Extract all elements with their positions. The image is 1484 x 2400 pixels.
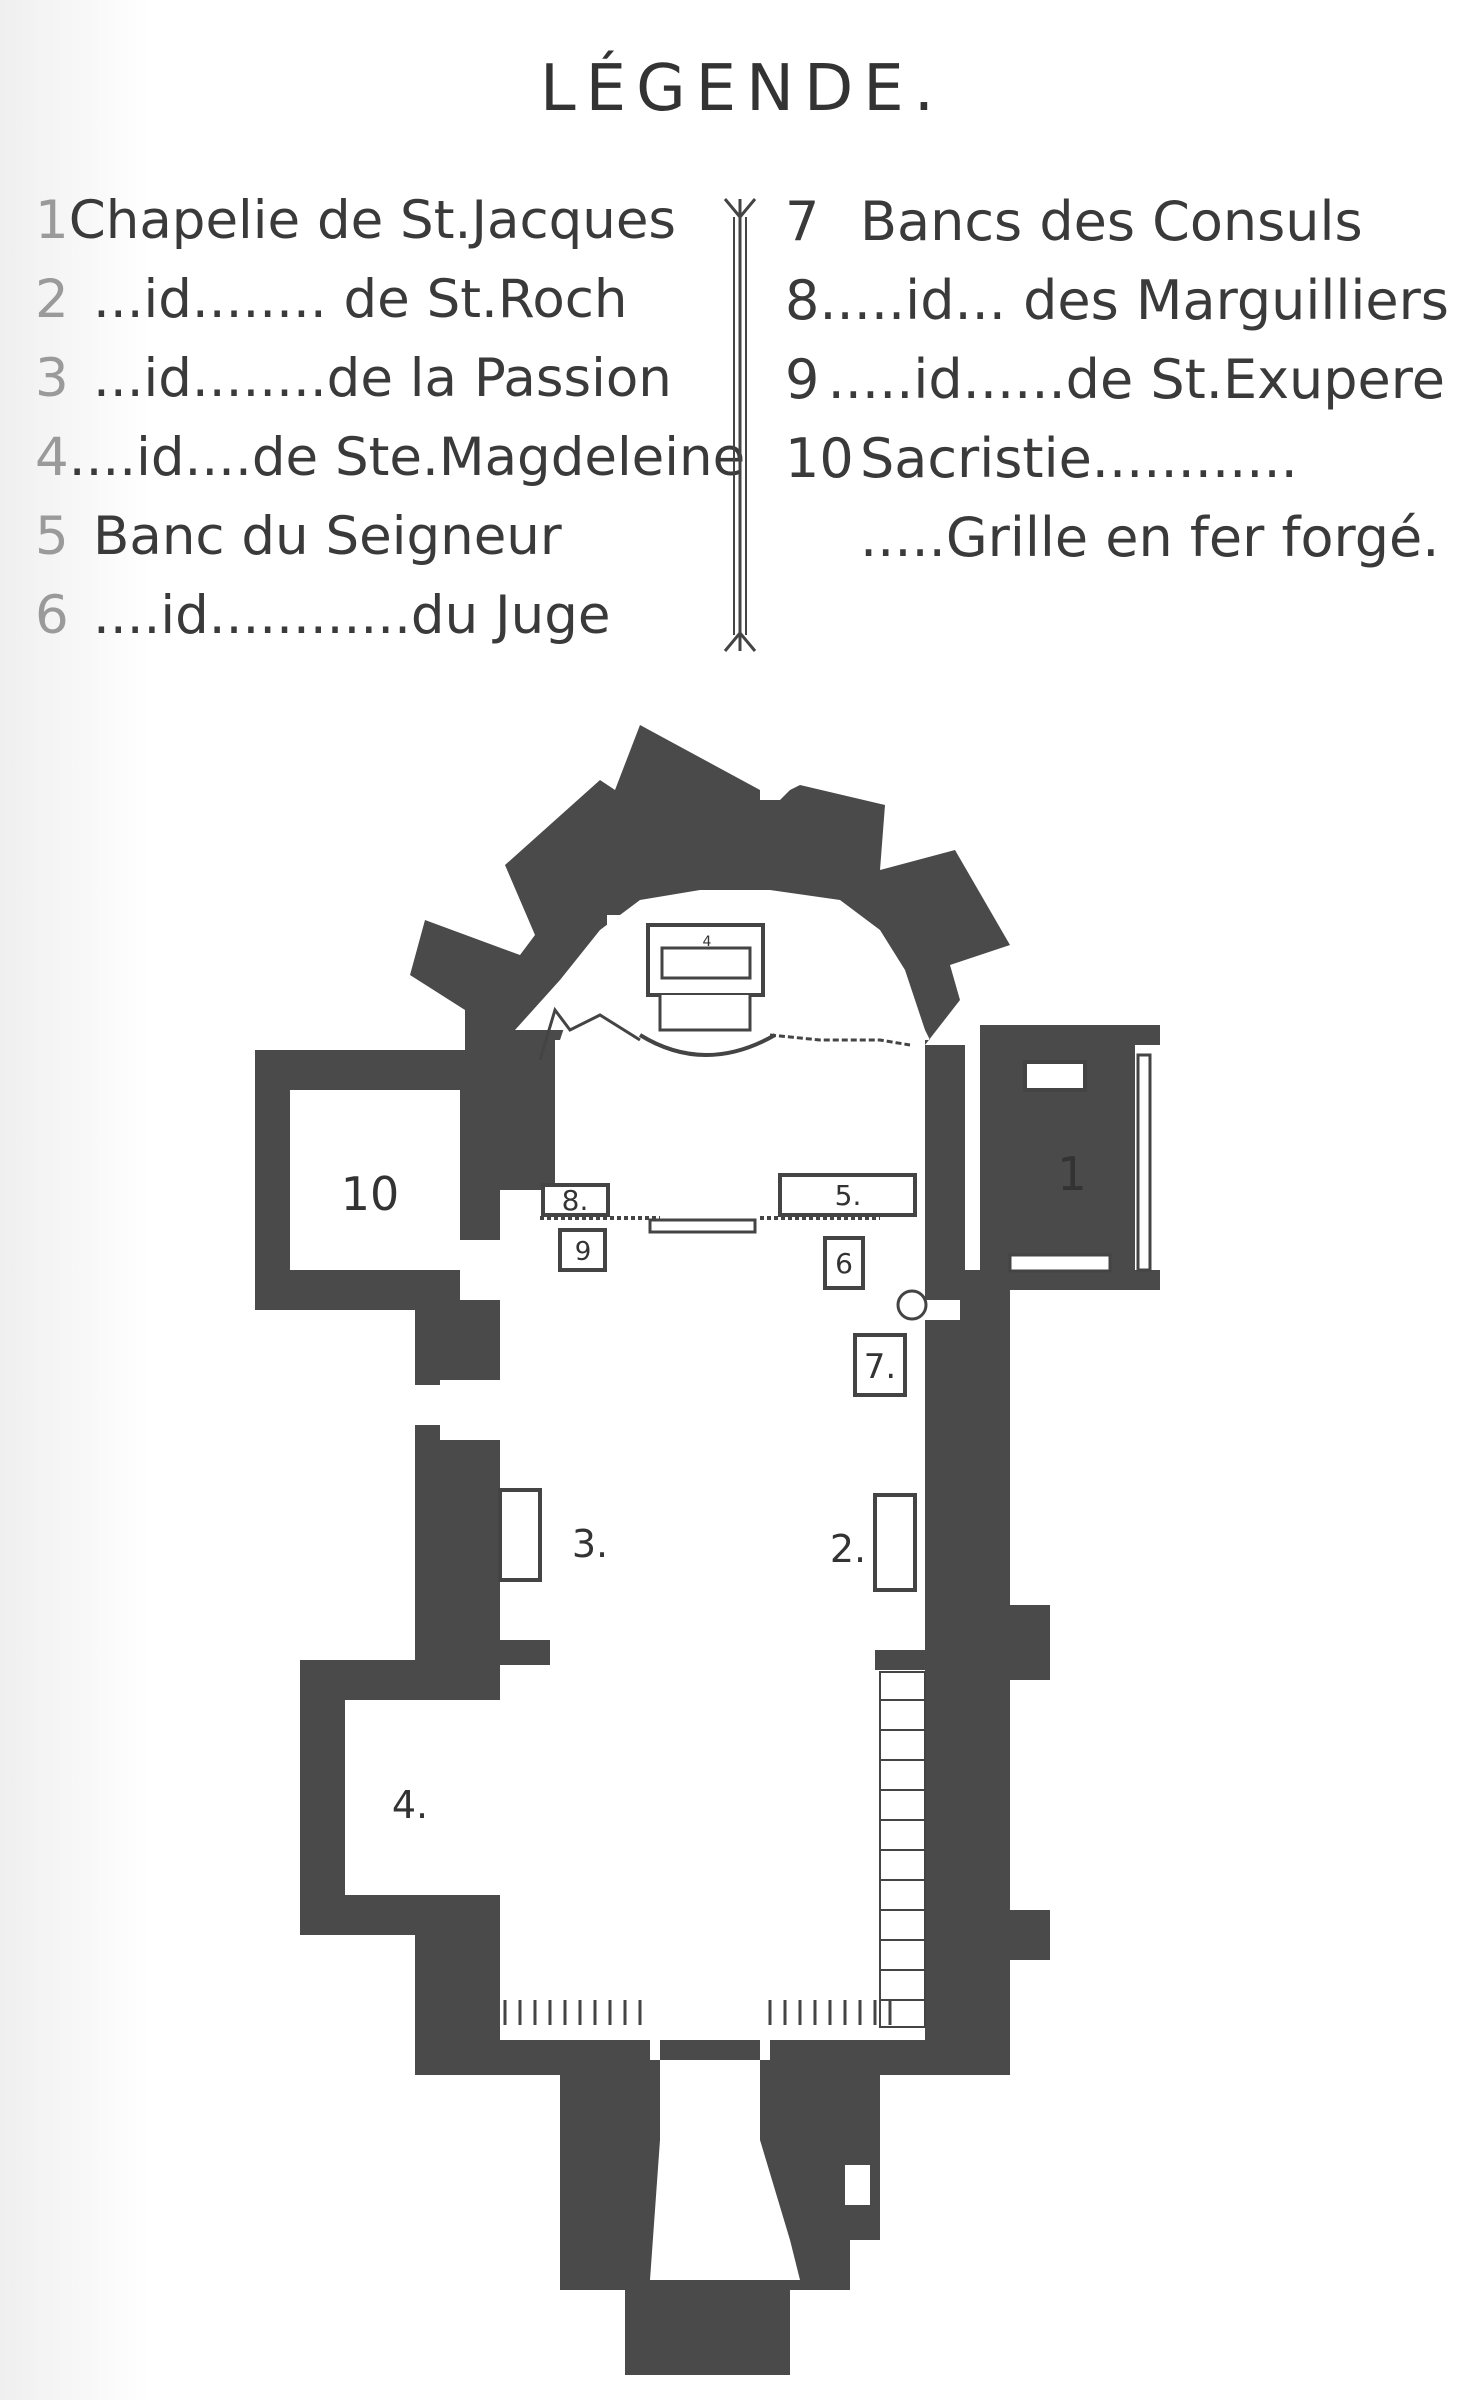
chapel-3-altar: [498, 1488, 542, 1582]
bench-8: [541, 1183, 610, 1217]
chapel-3-label: 3.: [572, 1522, 608, 1566]
legend-item-text: ....id....de Ste.Magdeleine: [68, 427, 746, 488]
legend-item: 2 ...id........ de St.Roch: [35, 269, 675, 348]
plan-walls: [255, 725, 1160, 2375]
legend-item-number: 1: [35, 190, 69, 251]
legend-item-text: Bancs des Consuls: [860, 190, 1363, 253]
bench-7-label: 7.: [864, 1347, 896, 1387]
apse-opening-left: [607, 915, 625, 935]
legend-item-text: Chapelie de St.Jacques: [68, 190, 677, 251]
legend-item: 4....id....de Ste.Magdeleine: [35, 427, 745, 506]
legend-item-number: 4: [35, 427, 69, 488]
rear-benches-right: [768, 2000, 892, 2025]
bench-7: [853, 1333, 907, 1397]
altar-step: [658, 995, 752, 1032]
legend-item-text: Sacristie............: [860, 427, 1298, 490]
legend-item-number: 7: [785, 190, 820, 253]
legend-item-number: 5: [35, 506, 69, 567]
bench-9-label: 9: [575, 1237, 592, 1267]
chapel-2-label: 2.: [830, 1527, 866, 1571]
legend-item-number: 3: [35, 348, 69, 409]
chapel-2-altar: [873, 1493, 917, 1592]
choir-step: [648, 1218, 757, 1234]
entrance-passage: [650, 2060, 800, 2280]
bench-6-label: 6: [835, 1247, 853, 1280]
legend-item-text: .....Grille en fer forgé.: [860, 506, 1440, 569]
bench-5: [778, 1173, 917, 1217]
sacristy-label: 10: [341, 1167, 400, 1221]
side-door: [415, 1385, 440, 1425]
bench-9: [558, 1228, 607, 1272]
legend-right-column: 7 Bancs des Consuls 8.....id... des Margu…: [785, 190, 1449, 585]
legend-item-number: 10: [785, 427, 854, 490]
legend-item: .....Grille en fer forgé.: [785, 506, 1445, 585]
legend-item-number: 2: [35, 269, 69, 330]
chapel-1-label: 1: [1057, 1147, 1086, 1201]
porch-door: [845, 2165, 870, 2205]
apse-opening-right: [790, 915, 808, 935]
bench-8-label: 8.: [562, 1184, 589, 1217]
altar-number: 4: [703, 934, 712, 950]
altar-rail: [638, 1033, 776, 1057]
legend-item-number: 6: [35, 585, 69, 646]
legend-item: 6 ....id............du Juge: [35, 585, 675, 664]
bench-5-label: 5.: [835, 1179, 862, 1212]
page-edge-shadow: [0, 0, 150, 2400]
legend-item-text: .....id... des Marguilliers: [819, 269, 1449, 332]
legend-item-text: ...id........de la Passion: [93, 348, 672, 409]
legend-item: 9.....id......de St.Exupere: [785, 348, 1445, 427]
chapel-1-steps: [1008, 1253, 1112, 1273]
legend-item: 5 Banc du Seigneur: [35, 506, 675, 585]
divider-bottom-cap: [723, 630, 757, 652]
legend-item: 7 Bancs des Consuls: [785, 190, 1445, 269]
chapel-1-bench: [1136, 1053, 1152, 1272]
bench-6: [823, 1236, 865, 1290]
apse-rail-left: [538, 1006, 641, 1061]
legend-divider: [723, 198, 757, 652]
legend-item-text: .....id......de St.Exupere: [827, 348, 1445, 411]
legend-item-number: 8: [785, 269, 820, 332]
main-altar: 4: [638, 923, 776, 1057]
legend-item-number: 9: [785, 348, 820, 411]
chapel-4-label: 4.: [392, 1783, 428, 1827]
font-basin: [896, 1289, 928, 1321]
altar-top: [660, 946, 752, 980]
legend-title: LÉGENDE.: [539, 52, 945, 126]
legend-item-text: ...id........ de St.Roch: [93, 269, 628, 330]
rear-benches-left: [503, 2000, 642, 2025]
legend-item-text: Banc du Seigneur: [93, 506, 562, 567]
nave-benches-right: [879, 1671, 926, 2028]
chapel-1-altar: [1023, 1060, 1087, 1092]
legend-item: 8.....id... des Marguilliers: [785, 269, 1449, 348]
apse-rail-right: [769, 1033, 911, 1047]
legend-item-text: ....id............du Juge: [93, 585, 611, 646]
legend-item: 3 ...id........de la Passion: [35, 348, 675, 427]
bench-rows: [880, 1699, 925, 2001]
